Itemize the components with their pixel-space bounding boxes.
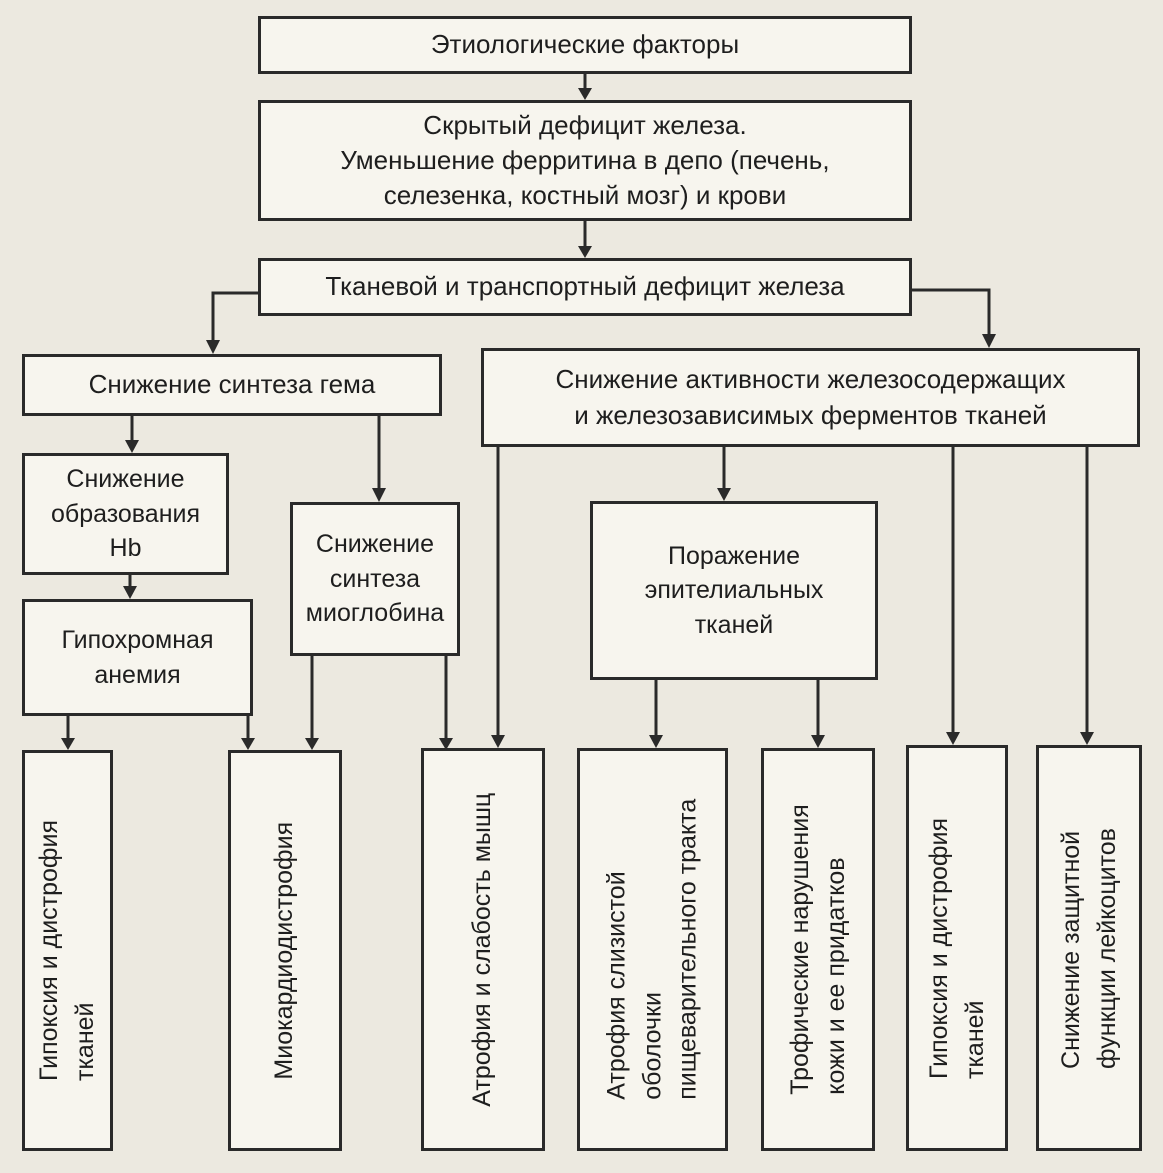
node-etiology: Этиологические факторы bbox=[258, 16, 912, 74]
node-epithelial: Поражение эпителиальных тканей bbox=[590, 501, 878, 680]
node-myoglobin-line-3: миоглобина bbox=[305, 599, 445, 628]
node-epithelial-line-2: эпителиальных bbox=[644, 576, 824, 605]
arrowhead bbox=[491, 735, 505, 748]
connector-tissue-heme bbox=[211, 291, 258, 342]
arrowhead bbox=[123, 586, 137, 599]
outcome-4-line-3: пищеварительного тракта bbox=[673, 798, 702, 1101]
arrowhead bbox=[1080, 732, 1094, 745]
node-hb-line-3: Hb bbox=[109, 534, 142, 563]
outcome-hypoxia-dystrophy-2: Гипоксия и дистрофия тканей bbox=[906, 745, 1008, 1151]
outcome-1-line-1: Гипоксия и дистрофия bbox=[35, 820, 63, 1081]
node-hypochromic-anemia: Гипохромная анемия bbox=[22, 599, 253, 716]
arrowhead bbox=[717, 488, 731, 501]
outcome-trophic-disorders: Трофические нарушения кожи и ее придатко… bbox=[761, 748, 875, 1151]
node-latent-line-3: селезенка, костный мозг) и крови bbox=[383, 180, 787, 211]
arrowhead bbox=[241, 738, 255, 750]
node-enzymes-line-2: и железозависимых ферментов тканей bbox=[574, 399, 1047, 430]
outcome-muscle-atrophy: Атрофия и слабость мышц bbox=[421, 748, 545, 1151]
arrowhead bbox=[305, 738, 319, 750]
node-enzymes-line-1: Снижение активности железосодержащих bbox=[555, 364, 1066, 395]
outcome-1-line-2: тканей bbox=[70, 1002, 99, 1081]
node-myoglobin-line-2: синтеза bbox=[329, 564, 421, 593]
node-latent-line-2: Уменьшение ферритина в депо (печень, bbox=[340, 144, 830, 175]
node-anemia-line-1: Гипохромная bbox=[61, 626, 214, 654]
node-hb-line-1: Снижение bbox=[66, 465, 185, 494]
node-enzymes: Снижение активности железосодержащих и ж… bbox=[481, 348, 1140, 447]
outcome-leukocyte-function: Снижение защитной функции лейкоцитов bbox=[1036, 745, 1142, 1151]
node-hb-line-2: образования bbox=[50, 499, 201, 528]
arrowhead bbox=[61, 738, 75, 750]
node-latent-line-1: Скрытый дефицит железа. bbox=[423, 109, 747, 140]
outcome-7-line-1: Снижение защитной bbox=[1056, 830, 1085, 1069]
outcome-myocardiodystrophy: Миокардиодистрофия bbox=[228, 750, 342, 1151]
arrowhead bbox=[578, 88, 592, 100]
outcome-4-line-2: оболочки bbox=[637, 992, 666, 1101]
arrowhead bbox=[578, 246, 592, 258]
node-hb-formation: Снижение образования Hb bbox=[22, 453, 229, 575]
node-latent-deficit: Скрытый дефицит железа. Уменьшение ферри… bbox=[258, 100, 912, 221]
outcome-5-line-1: Трофические нарушения bbox=[785, 804, 814, 1095]
outcome-7-line-2: функции лейкоцитов bbox=[1092, 827, 1121, 1069]
node-etiology-text: Этиологические факторы bbox=[430, 29, 740, 60]
node-tissue-transport-text: Тканевой и транспортный дефицит железа bbox=[325, 271, 845, 302]
node-heme-synthesis: Снижение синтеза гема bbox=[22, 354, 442, 416]
arrowhead bbox=[206, 340, 220, 354]
outcome-3-line-1: Атрофия и слабость мышц bbox=[468, 792, 497, 1107]
outcome-6-line-1: Гипоксия и дистрофия bbox=[924, 817, 953, 1079]
outcome-5-line-2: кожи и ее придатков bbox=[821, 857, 849, 1095]
arrowhead bbox=[811, 735, 825, 748]
node-myoglobin: Снижение синтеза миоглобина bbox=[290, 502, 460, 656]
node-myoglobin-line-1: Снижение bbox=[315, 530, 435, 559]
outcome-mucosa-atrophy: Атрофия слизистой оболочки пищеварительн… bbox=[577, 748, 728, 1151]
arrowhead bbox=[946, 732, 960, 745]
arrowhead bbox=[982, 334, 996, 348]
node-epithelial-line-3: тканей bbox=[694, 610, 774, 639]
outcome-2-line-1: Миокардиодистрофия bbox=[270, 821, 299, 1080]
outcome-4-line-1: Атрофия слизистой bbox=[602, 871, 631, 1101]
outcome-hypoxia-dystrophy-1: Гипоксия и дистрофия тканей bbox=[22, 750, 113, 1151]
node-anemia-line-2: анемия bbox=[94, 660, 181, 689]
arrowhead bbox=[372, 488, 386, 502]
arrowhead bbox=[649, 735, 663, 748]
connector-tissue-enzymes bbox=[912, 288, 991, 336]
node-heme-text: Снижение синтеза гема bbox=[88, 369, 376, 400]
arrowhead bbox=[439, 738, 453, 750]
arrowhead bbox=[125, 440, 139, 453]
node-epithelial-line-1: Поражение bbox=[668, 541, 800, 570]
outcome-6-line-2: тканей bbox=[960, 999, 988, 1079]
node-tissue-transport: Тканевой и транспортный дефицит железа bbox=[258, 258, 912, 316]
